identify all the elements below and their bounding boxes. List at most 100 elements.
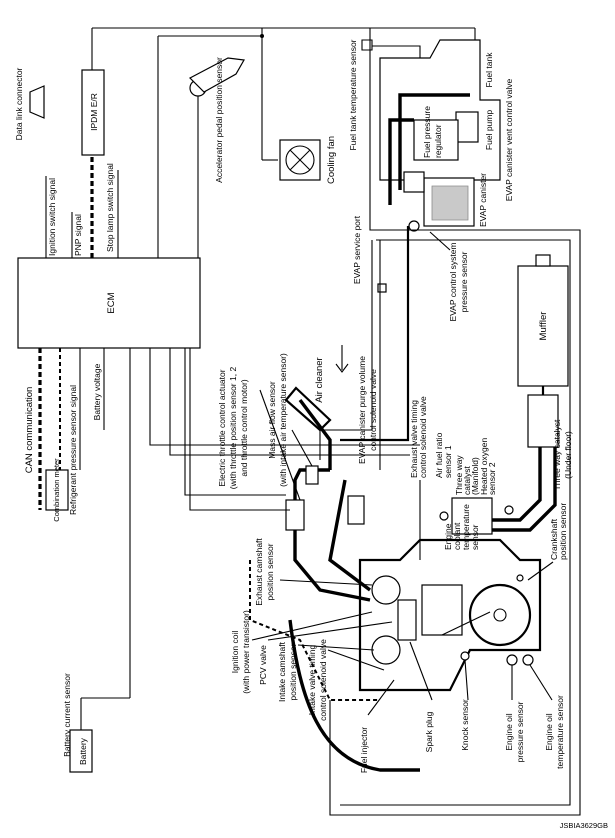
data-link-label: Data link connector bbox=[14, 67, 24, 140]
harness-dashed bbox=[249, 560, 380, 701]
fuel-line-loop-2 bbox=[388, 118, 414, 205]
evap-service-port-icon bbox=[377, 283, 387, 293]
fuel-pump-box bbox=[455, 111, 479, 143]
combination-meter-label: Combination meter bbox=[52, 458, 61, 522]
ipdm-box bbox=[81, 69, 105, 156]
piston-icon bbox=[421, 584, 463, 636]
battery-label: Battery bbox=[78, 737, 88, 765]
ect-label-4: sensor bbox=[470, 524, 480, 550]
heated-o2-icon bbox=[504, 505, 514, 515]
ecm-label: ECM bbox=[106, 292, 117, 313]
evap-pressure-sensor-label-2: pressure sensor bbox=[459, 251, 469, 312]
drawing-code: JSBIA3629GB bbox=[560, 821, 608, 830]
exhaust-vtc-label-2: control solenoid valve bbox=[418, 396, 428, 478]
knock-leader bbox=[464, 659, 469, 701]
exhaust-pipe-2 bbox=[470, 447, 557, 532]
accelerator-label-1: Accelerator pedal position sensor bbox=[214, 57, 224, 183]
muffler-box bbox=[517, 265, 569, 387]
maf-label-2: (with intake air temperature sensor) bbox=[278, 353, 288, 487]
fuel-injector-label: Fuel injector bbox=[359, 727, 369, 773]
pcv-label: PCV valve bbox=[258, 645, 268, 685]
oil-temp-leader bbox=[529, 664, 553, 701]
oil-temp-label-2: temperature sensor bbox=[555, 695, 565, 769]
oil-pressure-label-2: pressure sensor bbox=[515, 701, 525, 762]
fuel-tank-temp-connector bbox=[361, 39, 373, 51]
three-way-under-label-1: Three way catalyst bbox=[552, 419, 562, 490]
battery-voltage-label: Battery voltage bbox=[92, 363, 102, 420]
accelerator-pedal-arm bbox=[188, 57, 245, 93]
spark-plug-label: Spark plug bbox=[424, 711, 434, 752]
fuel-pump-label: Fuel pump bbox=[484, 110, 494, 150]
maf-leader bbox=[291, 429, 313, 467]
intake-vtc-leader bbox=[327, 649, 385, 671]
crank-wheel-icon bbox=[468, 583, 532, 647]
knock-sensor-icon bbox=[460, 651, 470, 661]
manifold-catalyst-icon bbox=[451, 497, 493, 535]
ecm-box bbox=[17, 257, 201, 349]
fuel-tank-temp-label: Fuel tank temperature sensor bbox=[348, 39, 358, 150]
af-sensor-label-1: Air fuel ratio bbox=[434, 432, 444, 478]
harness-2 bbox=[169, 348, 410, 456]
fuel-injector-leader bbox=[367, 679, 395, 716]
spark-plug-leader bbox=[409, 641, 433, 701]
ignition-switch-label: Ignition switch signal bbox=[47, 178, 57, 256]
oil-pressure-icon bbox=[506, 654, 518, 666]
evap-pressure-sensor-label-1: EVAP control system bbox=[448, 242, 458, 321]
evap-canister-box bbox=[423, 177, 475, 227]
exhaust-pipe bbox=[470, 447, 542, 522]
outer-loop-wire-2 bbox=[340, 239, 571, 806]
evap-purge-pipe bbox=[340, 226, 410, 442]
intake-manifold-2 bbox=[328, 479, 372, 592]
cooling-fan-label: Cooling fan bbox=[326, 136, 337, 184]
harness-3 bbox=[184, 348, 286, 496]
pnp-label: PNP signal bbox=[73, 214, 83, 256]
muffler-label: Muffler bbox=[538, 312, 549, 341]
fuel-line-loop bbox=[398, 93, 470, 190]
oil-pressure-label-1: Engine oil bbox=[504, 713, 514, 750]
three-way-manifold-label-2: catalyst bbox=[462, 466, 472, 495]
heated-o2-label-1: Heated oxygen bbox=[479, 438, 489, 495]
ignition-coil-label-1: Ignition coil bbox=[230, 631, 240, 674]
fuel-pressure-reg-label-1: Fuel pressure bbox=[422, 106, 432, 158]
evap-purge-valve-icon bbox=[347, 495, 365, 525]
intake-cam-icon bbox=[371, 635, 401, 665]
maf-sensor-icon bbox=[305, 465, 319, 485]
air-inlet-arrow-icon bbox=[335, 345, 349, 373]
crankshaft-label-2: position sensor bbox=[558, 503, 568, 560]
ect-label-2: coolant bbox=[452, 522, 462, 550]
exhaust-cam-label-1: Exhaust camshaft bbox=[254, 538, 264, 606]
fuel-pressure-reg-label-2: regulator bbox=[433, 124, 443, 158]
evap-vent-valve-label: EVAP canister vent control valve bbox=[504, 78, 514, 201]
oil-temp-icon bbox=[522, 654, 534, 666]
ipdm-label: IPDM E/R bbox=[89, 93, 99, 131]
etc-label-1: Electric throttle control actuator bbox=[217, 369, 227, 486]
etc-actuator-icon bbox=[285, 499, 305, 531]
outer-loop-wire bbox=[329, 28, 581, 816]
ignition-coil-leader bbox=[251, 611, 373, 641]
evap-canister-label: EVAP canister bbox=[478, 173, 488, 227]
fuel-tank-label: Fuel tank bbox=[484, 52, 494, 88]
af-sensor-icon bbox=[439, 511, 449, 521]
exhaust-vtc-label-1: Exhaust valve timing bbox=[409, 400, 419, 478]
harness-4 bbox=[189, 348, 290, 511]
engine-block bbox=[358, 538, 542, 692]
exhaust-cam-label-2: position sensor bbox=[265, 543, 275, 600]
pcv-leader bbox=[267, 621, 393, 641]
data-link-connector-icon bbox=[29, 85, 45, 119]
spark-plug-body bbox=[397, 599, 417, 641]
etc-label-3: and throttle control motor) bbox=[239, 379, 249, 476]
knock-sensor-label: Knock sensor bbox=[460, 699, 470, 751]
oil-temp-label-1: Engine oil bbox=[544, 713, 554, 750]
harness-1 bbox=[149, 348, 420, 446]
exhaust-cam-icon bbox=[371, 575, 401, 605]
exhaust-cam-leader bbox=[279, 579, 373, 586]
maf-label-1: Mass air flow sensor bbox=[267, 381, 277, 459]
air-cleaner-icon bbox=[284, 386, 332, 432]
air-cleaner-label: Air cleaner bbox=[314, 357, 325, 402]
can-label: CAN communication bbox=[24, 387, 35, 474]
intake-cam-leader bbox=[297, 644, 375, 651]
evap-pressure-leader bbox=[429, 231, 451, 251]
etc-label-2: (with throttle position sensor 1, 2 bbox=[228, 367, 238, 490]
three-way-under-label-2: (Under floor) bbox=[563, 431, 573, 479]
crankshaft-label-1: Crankshaft bbox=[549, 518, 559, 560]
